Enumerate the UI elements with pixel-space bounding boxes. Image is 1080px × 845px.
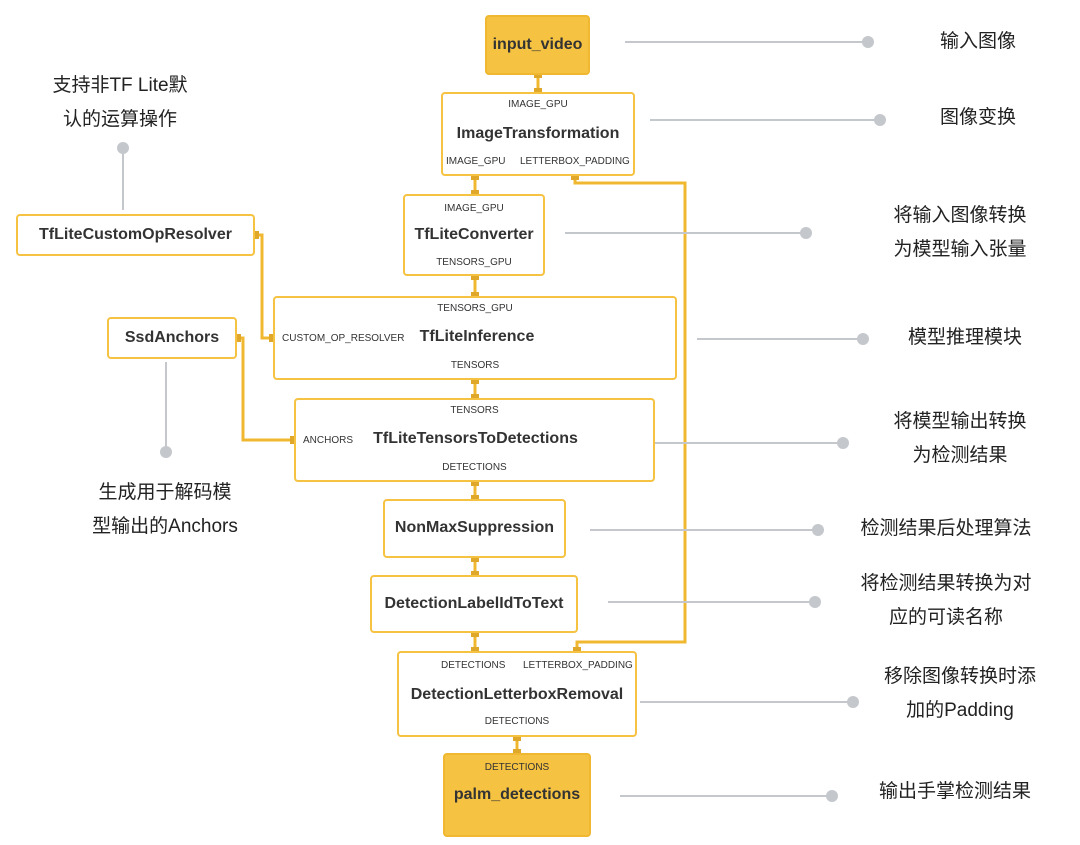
callout-lines bbox=[117, 36, 886, 802]
callout-dot bbox=[826, 790, 838, 802]
port-marker bbox=[471, 272, 479, 280]
node-title: palm_detections bbox=[453, 786, 581, 803]
callout-connector bbox=[697, 333, 869, 345]
node-tflite-custom-op-resolver[interactable]: TfLiteCustomOpResolver bbox=[16, 214, 255, 256]
annotation-output: 输出手掌检测结果 bbox=[878, 781, 1031, 802]
port-marker bbox=[513, 733, 521, 741]
callout-dot bbox=[117, 142, 129, 154]
node-ssd-anchors[interactable]: SsdAnchors bbox=[107, 317, 237, 359]
port-detections-in: DETECTIONS bbox=[441, 660, 506, 671]
node-non-max-suppression[interactable]: NonMaxSuppression bbox=[383, 499, 566, 558]
port-tensors-out: TENSORS bbox=[450, 360, 500, 371]
annotation-image-transform: 图像变换 bbox=[939, 107, 1016, 128]
annotation-line: 将检测结果转换为对 bbox=[860, 573, 1032, 594]
edge-custom-op-resolver bbox=[255, 233, 273, 340]
callout-connector bbox=[117, 142, 129, 210]
annotation-line: 为检测结果 bbox=[912, 445, 1008, 466]
port-marker bbox=[251, 231, 259, 239]
port-detections-in: DETECTIONS bbox=[484, 762, 550, 773]
annotation-line: 认的运算操作 bbox=[62, 109, 177, 130]
port-tensors-gpu-out: TENSORS_GPU bbox=[436, 257, 512, 268]
callout-connector bbox=[608, 596, 821, 608]
node-palm-detections[interactable]: DETECTIONS palm_detections bbox=[443, 753, 591, 837]
callout-dot bbox=[874, 114, 886, 126]
port-marker bbox=[471, 554, 479, 562]
callout-dot bbox=[812, 524, 824, 536]
node-title: SsdAnchors bbox=[124, 329, 220, 346]
callout-connector bbox=[650, 114, 886, 126]
annotation-line: 移除图像转换时添 bbox=[883, 666, 1036, 687]
annotation-line: 将模型输出转换 bbox=[893, 411, 1027, 432]
annotation-line: 将输入图像转换 bbox=[893, 205, 1027, 226]
port-marker bbox=[233, 334, 241, 342]
annotation-custom-op: 支持非TF Lite默 认的运算操作 bbox=[20, 71, 220, 135]
annotation-label-to-text: 将检测结果转换为对 应的可读名称 bbox=[836, 569, 1056, 633]
node-tflite-converter[interactable]: IMAGE_GPU TfLiteConverter TENSORS_GPU bbox=[403, 194, 545, 276]
callout-connector bbox=[565, 227, 812, 239]
annotation-nms: 检测结果后处理算法 bbox=[860, 518, 1032, 539]
callout-dot bbox=[809, 596, 821, 608]
annotation-anchors: 生成用于解码模 型输出的Anchors bbox=[60, 478, 270, 542]
port-image-gpu-in: IMAGE_GPU bbox=[508, 99, 568, 110]
node-title: ImageTransformation bbox=[456, 125, 620, 142]
callout-dot bbox=[847, 696, 859, 708]
callout-connector bbox=[640, 696, 859, 708]
callout-dot bbox=[160, 446, 172, 458]
callout-dot bbox=[857, 333, 869, 345]
port-tensors-in: TENSORS bbox=[450, 405, 499, 416]
node-title: TfLiteInference bbox=[419, 328, 535, 345]
annotation-inference: 模型推理模块 bbox=[907, 327, 1022, 348]
port-image-gpu-in: IMAGE_GPU bbox=[444, 203, 504, 214]
port-detections-out: DETECTIONS bbox=[484, 716, 550, 727]
callout-dot bbox=[800, 227, 812, 239]
annotation-input-image: 输入图像 bbox=[939, 31, 1016, 52]
callout-dot bbox=[862, 36, 874, 48]
callout-connector bbox=[655, 437, 849, 449]
callout-connector bbox=[620, 790, 838, 802]
edge-letterbox-padding bbox=[573, 176, 687, 651]
node-input-video[interactable]: input_video bbox=[485, 15, 590, 75]
node-detection-label-id-to-text[interactable]: DetectionLabelIdToText bbox=[370, 575, 578, 633]
annotation-to-tensor: 将输入图像转换 为模型输入张量 bbox=[860, 201, 1060, 265]
annotation-line: 加的Padding bbox=[906, 700, 1014, 721]
node-title: TfLiteCustomOpResolver bbox=[39, 226, 232, 243]
port-marker bbox=[471, 478, 479, 486]
annotation-line: 生成用于解码模 bbox=[98, 482, 232, 503]
port-letterbox-padding-in: LETTERBOX_PADDING bbox=[523, 660, 633, 671]
port-image-gpu-out: IMAGE_GPU bbox=[446, 156, 506, 167]
port-anchors: ANCHORS bbox=[303, 435, 354, 446]
node-title: input_video bbox=[492, 36, 583, 53]
callout-connector bbox=[625, 36, 874, 48]
node-tflite-inference[interactable]: TENSORS_GPU CUSTOM_OP_RESOLVER TfLiteInf… bbox=[273, 296, 677, 380]
port-marker bbox=[471, 376, 479, 384]
annotation-line: 为模型输入张量 bbox=[893, 239, 1027, 260]
port-letterbox-padding-out: LETTERBOX_PADDING bbox=[520, 156, 630, 167]
port-marker bbox=[471, 172, 479, 180]
node-image-transformation[interactable]: IMAGE_GPU ImageTransformation IMAGE_GPU … bbox=[441, 92, 635, 176]
port-marker bbox=[471, 629, 479, 637]
node-title: TfLiteTensorsToDetections bbox=[373, 430, 578, 447]
callout-connector bbox=[590, 524, 824, 536]
port-detections-out: DETECTIONS bbox=[442, 462, 507, 473]
port-marker bbox=[571, 172, 579, 180]
node-title: DetectionLetterboxRemoval bbox=[410, 686, 624, 703]
annotation-to-detections: 将模型输出转换 为检测结果 bbox=[860, 407, 1060, 471]
annotation-line: 应的可读名称 bbox=[888, 607, 1003, 628]
annotation-letterbox-removal: 移除图像转换时添 加的Padding bbox=[850, 662, 1070, 726]
node-detection-letterbox-removal[interactable]: DETECTIONS LETTERBOX_PADDING DetectionLe… bbox=[397, 651, 637, 737]
node-title: NonMaxSuppression bbox=[394, 519, 555, 536]
port-tensors-gpu-in: TENSORS_GPU bbox=[437, 303, 513, 314]
callout-connector bbox=[160, 362, 172, 458]
port-custom-op-resolver: CUSTOM_OP_RESOLVER bbox=[282, 333, 405, 344]
callout-dot bbox=[837, 437, 849, 449]
node-tflite-tensors-to-detections[interactable]: TENSORS ANCHORS TfLiteTensorsToDetection… bbox=[294, 398, 655, 482]
node-title: DetectionLabelIdToText bbox=[384, 595, 564, 612]
annotation-line: 支持非TF Lite默 bbox=[52, 75, 188, 96]
annotation-line: 型输出的Anchors bbox=[92, 516, 238, 537]
node-title: TfLiteConverter bbox=[414, 226, 534, 243]
